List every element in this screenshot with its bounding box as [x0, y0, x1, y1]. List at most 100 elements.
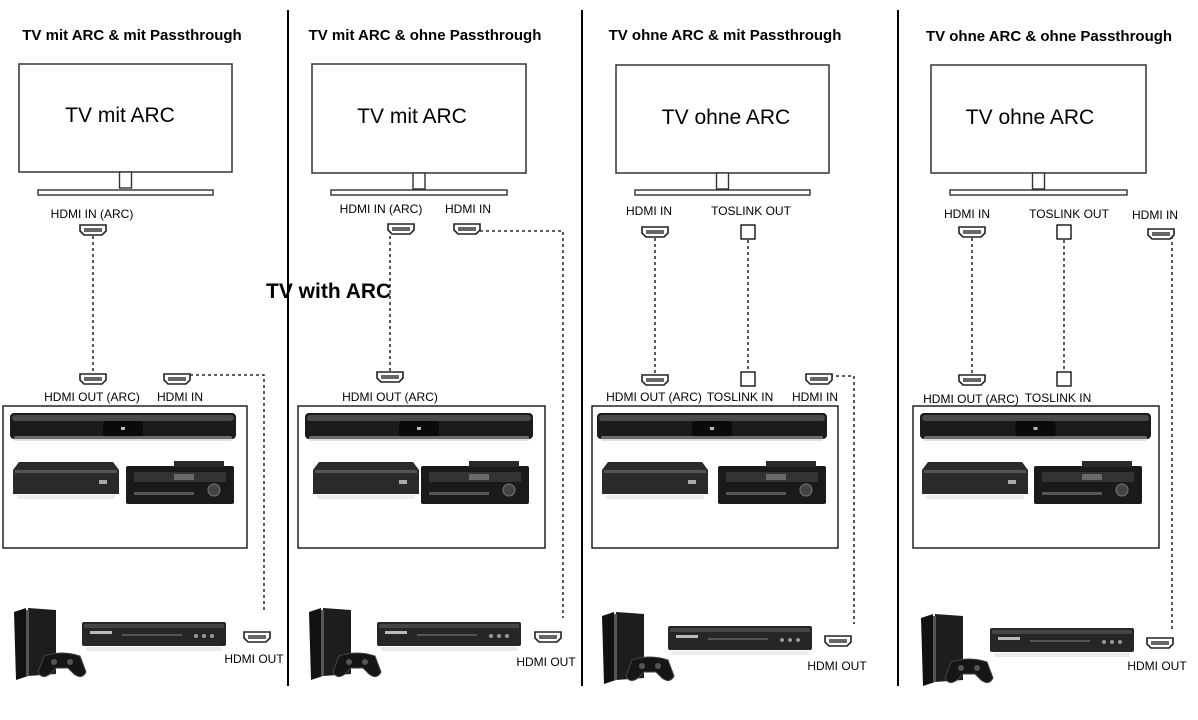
toslink-port-square: [740, 224, 756, 240]
player-tray: [122, 634, 182, 636]
tv-neck: [412, 172, 426, 190]
gamepad-stick-right: [362, 659, 368, 665]
toslink-port-icon: [740, 371, 756, 387]
player-tray: [417, 634, 477, 636]
cable-line: [190, 374, 265, 610]
hdmi-port-pins: [84, 377, 102, 381]
receiver-knob: [1115, 483, 1129, 497]
player-button-2: [202, 634, 206, 638]
toslink-port-square: [1056, 371, 1072, 387]
receiver-icon: [126, 461, 234, 504]
player-button-2: [497, 634, 501, 638]
tv-port-label: HDMI IN: [626, 204, 672, 218]
receiver-buttons: [429, 492, 489, 495]
player-button-1: [780, 638, 784, 642]
player-button-2: [788, 638, 792, 642]
gamepad-stick-left: [346, 659, 352, 665]
tv-stand: [330, 189, 508, 196]
tv-stand: [634, 189, 811, 196]
tv-label: TV ohne ARC: [965, 106, 1095, 129]
set-top-box-reflection: [926, 495, 1024, 499]
set-top-box-logo: [399, 480, 407, 484]
gamepad-icon: [37, 652, 87, 678]
tv-port-label: HDMI IN (ARC): [50, 207, 134, 221]
console-light-bar: [26, 610, 29, 676]
hdmi-port-icon: [641, 226, 669, 238]
tv-neck: [715, 172, 730, 190]
set-top-box-body: [922, 462, 1028, 494]
box-port-label: HDMI OUT (ARC): [606, 390, 702, 404]
receiver-top-unit: [766, 461, 816, 467]
soundbar-reflection: [924, 436, 1147, 441]
box-port-label: TOSLINK IN: [1024, 391, 1092, 405]
hdmi-port-pins: [963, 378, 981, 382]
tv-port-label: TOSLINK OUT: [1029, 207, 1109, 221]
box-port-label: HDMI OUT (ARC): [342, 390, 438, 404]
player-reflection: [86, 647, 222, 651]
source-port-label: HDMI OUT: [224, 652, 284, 666]
tv-screen: [311, 63, 527, 174]
console-light-bar: [614, 614, 617, 680]
soundbar-highlight: [12, 415, 234, 421]
hdmi-port-pins: [829, 639, 847, 643]
soundbar-reflection: [601, 436, 823, 441]
set-top-box-edge: [15, 470, 117, 473]
soundbar-icon: [920, 413, 1151, 441]
set-top-box-reflection: [606, 495, 704, 499]
set-top-box-icon: [13, 462, 119, 499]
tv-screen: [18, 63, 233, 173]
box-port-label: HDMI IN: [157, 390, 203, 404]
tv-port-label: HDMI IN: [944, 207, 990, 221]
blu-ray-player-icon: [82, 622, 226, 651]
receiver-knob: [207, 483, 221, 497]
hdmi-port-pins: [458, 227, 476, 231]
player-button-3: [796, 638, 800, 642]
receiver-icon: [1034, 461, 1142, 504]
player-top-edge: [379, 624, 519, 628]
console-light-bar: [933, 616, 936, 682]
panel-title: TV ohne ARC & ohne Passthrough: [925, 28, 1173, 45]
hdmi-port-icon: [387, 223, 415, 235]
tv-icon: [615, 64, 830, 196]
player-logo: [998, 637, 1020, 640]
blu-ray-player-icon: [377, 622, 521, 651]
hdmi-port-icon: [1146, 637, 1174, 649]
tv-icon: [311, 63, 527, 196]
tv-port-label: HDMI IN (ARC): [339, 202, 423, 216]
tv-screen: [615, 64, 830, 174]
gamepad-body: [625, 656, 675, 682]
receiver-knob: [502, 483, 516, 497]
hdmi-port-pins: [168, 377, 186, 381]
gamepad-stick-right: [974, 665, 980, 671]
soundbar-highlight: [599, 415, 825, 421]
tv-label: TV ohne ARC: [661, 106, 791, 129]
gamepad-body: [944, 658, 994, 684]
hdmi-port-pins: [84, 228, 102, 232]
player-button-1: [194, 634, 198, 638]
hdmi-port-pins: [646, 230, 664, 234]
player-logo: [385, 631, 407, 634]
hdmi-port-icon: [163, 373, 191, 385]
tv-screen: [930, 64, 1147, 174]
set-top-box-reflection: [17, 495, 115, 499]
source-port-label: HDMI OUT: [1127, 659, 1187, 673]
receiver-buttons: [134, 492, 194, 495]
hdmi-port-icon: [376, 371, 404, 383]
hdmi-port-pins: [248, 635, 266, 639]
receiver-display: [1082, 474, 1102, 480]
gamepad-stick-left: [639, 663, 645, 669]
set-top-box-body: [13, 462, 119, 494]
tv-port-label: HDMI IN: [1132, 208, 1178, 222]
overlay-caption: TV with ARC: [266, 280, 392, 303]
gamepad-stick-right: [655, 663, 661, 669]
gamepad-stick-left: [51, 659, 57, 665]
hdmi-port-pins: [539, 635, 557, 639]
set-top-box-icon: [922, 462, 1028, 499]
hdmi-port-pins: [392, 227, 410, 231]
set-top-box-edge: [924, 470, 1026, 473]
hdmi-port-pins: [1151, 641, 1169, 645]
soundbar-led: [417, 427, 421, 430]
hdmi-port-pins: [646, 378, 664, 382]
